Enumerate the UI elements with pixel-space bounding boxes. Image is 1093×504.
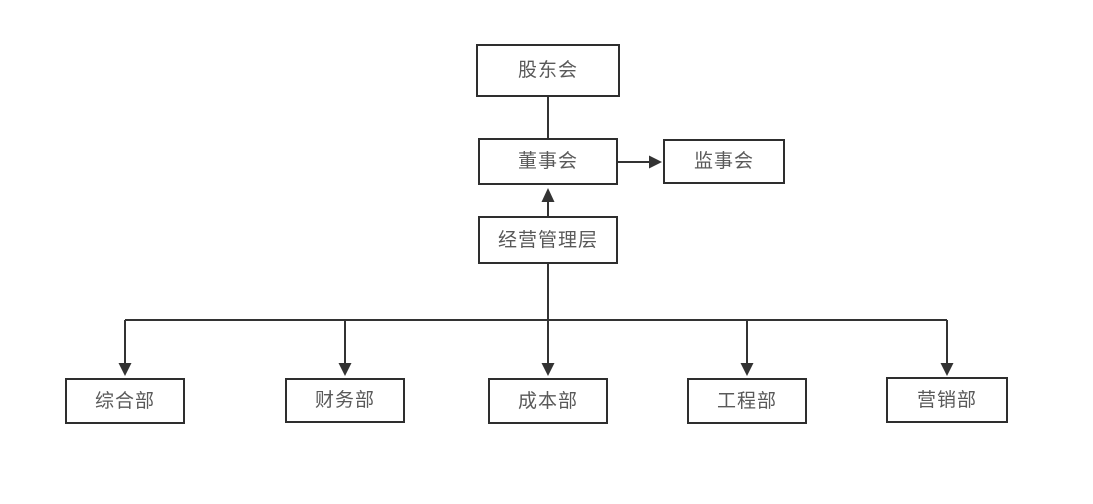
node-supervisory-board[interactable]: 监事会 (663, 139, 785, 184)
arrowhead-down-cost (541, 363, 555, 376)
node-cost-department[interactable]: 成本部 (488, 378, 608, 424)
arrowhead-up-board (541, 188, 555, 202)
node-shareholders-meeting[interactable]: 股东会 (476, 44, 620, 97)
arrowhead-down-marketing (940, 363, 954, 376)
node-board-of-directors[interactable]: 董事会 (478, 138, 618, 185)
node-engineering-department[interactable]: 工程部 (687, 378, 807, 424)
node-management-layer[interactable]: 经营管理层 (478, 216, 618, 264)
node-finance-department[interactable]: 财务部 (285, 378, 405, 423)
node-general-department[interactable]: 综合部 (65, 378, 185, 424)
arrowhead-down-general (118, 363, 132, 376)
arrowhead-down-engineering (740, 363, 754, 376)
arrowhead-right-supervisory (649, 155, 662, 169)
arrowhead-down-finance (338, 363, 352, 376)
node-marketing-department[interactable]: 营销部 (886, 377, 1008, 423)
